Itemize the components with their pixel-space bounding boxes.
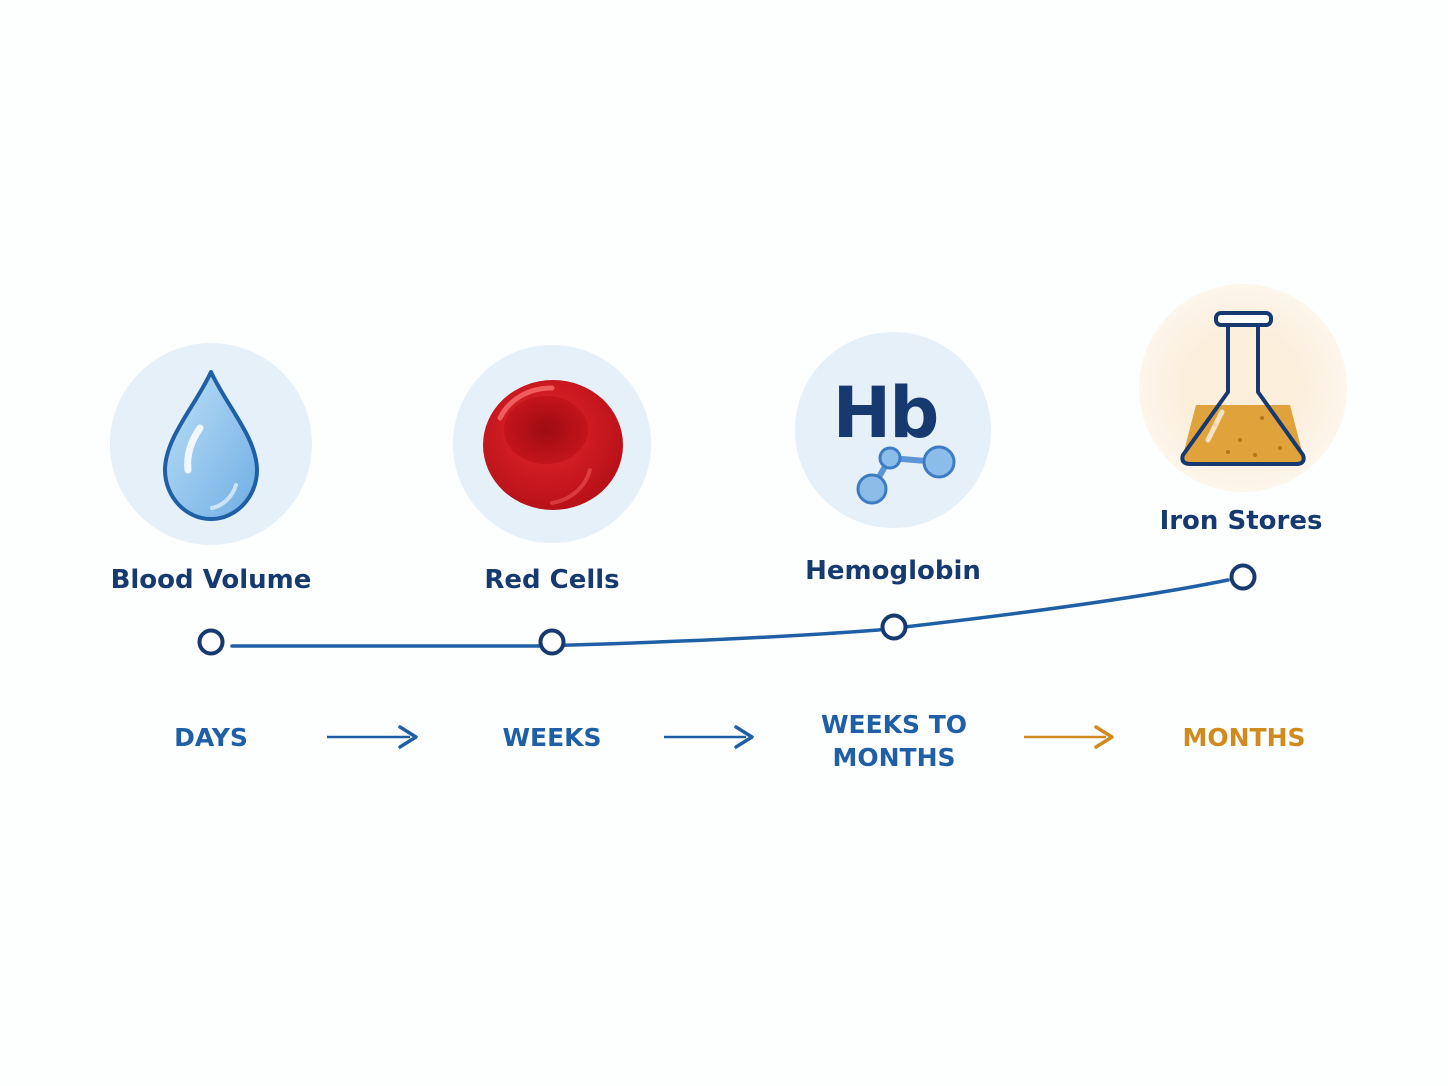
- timeline-curve: [230, 578, 1230, 648]
- timeline-node-weeks-to-months: [880, 613, 908, 641]
- stage-label-hemoglobin: Hemoglobin: [805, 556, 981, 586]
- stage-blood-volume: Blood Volume: [110, 343, 312, 595]
- water-drop-icon: [163, 370, 259, 521]
- stage-iron-stores: Iron Stores: [1139, 284, 1347, 536]
- timeline-node-weeks: [538, 628, 566, 656]
- time-label-months: MONTHS: [1182, 723, 1305, 752]
- red-blood-cell-icon: [483, 380, 623, 510]
- icon-background: [795, 332, 991, 528]
- timeline-node-days: [197, 628, 225, 656]
- timeline-node-months: [1229, 563, 1257, 591]
- stage-red-cells: Red Cells: [453, 345, 651, 595]
- time-label-weeks: WEEKS: [502, 723, 601, 752]
- stage-hemoglobin: Hb Hemoglobin: [795, 332, 991, 586]
- arrow-right-icon: [327, 725, 418, 749]
- arrow-right-icon: [664, 725, 754, 749]
- flask-icon: [1180, 311, 1306, 466]
- time-label-days: DAYS: [174, 723, 248, 752]
- time-label-months-line2: MONTHS: [832, 743, 955, 772]
- stage-label-red-cells: Red Cells: [484, 565, 619, 595]
- time-label-weeks-to: WEEKS TO: [821, 710, 967, 739]
- arrow-right-icon: [1024, 725, 1114, 749]
- stage-label-blood-volume: Blood Volume: [111, 565, 312, 595]
- stage-label-iron-stores: Iron Stores: [1160, 506, 1323, 536]
- hemoglobin-molecule-icon: Hb: [833, 372, 956, 505]
- hemoglobin-symbol: Hb: [833, 372, 938, 454]
